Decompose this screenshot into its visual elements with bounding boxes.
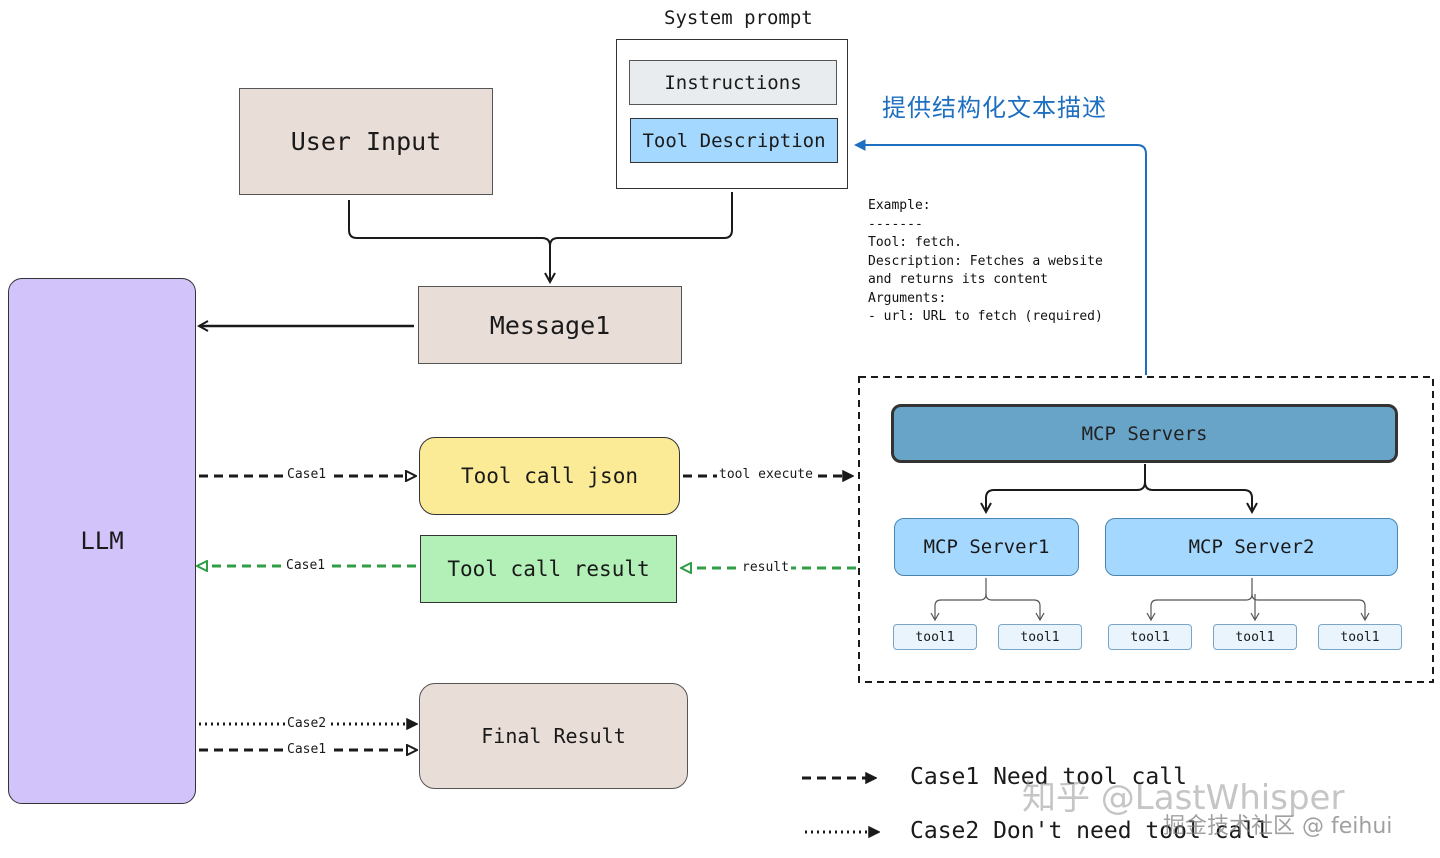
zhihu-watermark: 知乎 @LastWhisper bbox=[1022, 778, 1345, 818]
example-line: and returns its content bbox=[868, 272, 1049, 287]
juejin-watermark: 掘金技术社区 @ feihui bbox=[1163, 814, 1393, 839]
system-prompt-title: System prompt bbox=[664, 7, 813, 29]
tool-description-box: Tool Description bbox=[630, 118, 838, 163]
system-prompt-connector bbox=[549, 192, 733, 247]
mcp-container bbox=[858, 376, 1434, 683]
result-edge-label: result bbox=[740, 560, 791, 576]
final-result-box: Final Result bbox=[419, 683, 688, 789]
tool-chip: tool1 bbox=[1108, 624, 1192, 650]
example-line: Description: Fetches a website bbox=[868, 253, 1103, 269]
tool-chip: tool1 bbox=[1213, 624, 1297, 650]
example-line: Example: bbox=[868, 198, 931, 213]
tool-chip: tool1 bbox=[893, 624, 977, 650]
example-line: Tool: fetch. bbox=[868, 235, 962, 250]
case1-final-edge-label: Case1 bbox=[285, 742, 329, 758]
example-description: Example: ------- Tool: fetch. Description: … bbox=[868, 197, 1103, 327]
legend-case2-label: Case2 Don't need tool call bbox=[910, 818, 1271, 844]
mcp-to-tool-description-arrow bbox=[856, 145, 1147, 375]
tool-chip: tool1 bbox=[998, 624, 1082, 650]
case1-result-edge-label: Case1 bbox=[284, 558, 328, 574]
example-line: ------- bbox=[868, 216, 923, 232]
tool-chip: tool1 bbox=[1318, 624, 1402, 650]
mcp-server2-box: MCP Server2 bbox=[1105, 518, 1398, 576]
instructions-box: Instructions bbox=[629, 60, 837, 105]
example-line: - url: URL to fetch (required) bbox=[868, 309, 1103, 324]
mcp-servers-box: MCP Servers bbox=[891, 404, 1398, 463]
tool-call-result-box: Tool call result bbox=[420, 535, 677, 603]
structured-description-annotation: 提供结构化文本描述 bbox=[882, 94, 1107, 122]
server2-tools-connector bbox=[1146, 578, 1253, 622]
user-input-box: User Input bbox=[239, 88, 493, 195]
llm-box: LLM bbox=[8, 278, 196, 804]
case1-edge-label: Case1 bbox=[285, 467, 329, 483]
tool-execute-edge-label: tool execute bbox=[717, 467, 815, 483]
message1-box: Message1 bbox=[418, 286, 682, 364]
case2-edge-label: Case2 bbox=[285, 716, 329, 732]
legend-case1-label: Case1 Need tool call bbox=[910, 764, 1187, 790]
user-input-connector bbox=[348, 200, 550, 282]
mcp-server1-box: MCP Server1 bbox=[894, 518, 1079, 576]
mcp-branch-connector bbox=[986, 464, 1146, 512]
server1-tools-connector bbox=[930, 578, 987, 622]
example-line: Arguments: bbox=[868, 290, 947, 306]
tool-call-json-box: Tool call json bbox=[419, 437, 680, 515]
